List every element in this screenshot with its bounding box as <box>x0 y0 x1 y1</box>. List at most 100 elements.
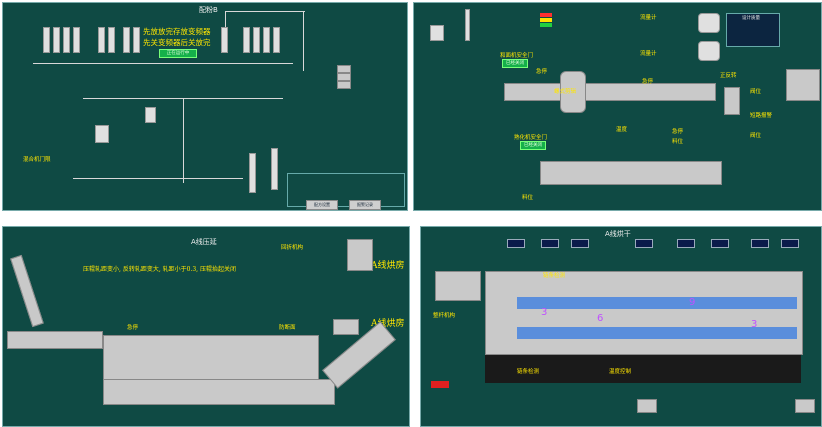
feed-conveyor <box>7 331 103 349</box>
reading <box>571 239 589 248</box>
silo <box>221 27 228 53</box>
screw-conveyor <box>504 83 716 101</box>
zone-number: 3 <box>541 307 548 318</box>
silo <box>123 27 130 53</box>
estop-label-1: 急停 <box>536 69 548 75</box>
screw-label: 螺式剪辑 <box>554 89 577 95</box>
belt-conveyor <box>540 161 722 185</box>
indicator-box <box>337 65 351 73</box>
tank <box>795 399 815 413</box>
run-status-button[interactable]: 正在运行中 <box>159 49 197 58</box>
notice-line-2: 先关变频器后关放完 <box>143 38 211 47</box>
pipe <box>73 178 243 179</box>
silo <box>249 153 256 193</box>
heating-grid <box>485 355 801 383</box>
alarm-record-button[interactable]: 报警记录 <box>349 200 381 210</box>
zone-number: 6 <box>597 313 604 324</box>
indicator-box <box>337 73 351 81</box>
silo <box>43 27 50 53</box>
mixer-gate-label: 混合机门限 <box>23 157 51 163</box>
silo <box>98 27 105 53</box>
page-title: A线压延 <box>191 238 217 246</box>
estop-label-2: 急停 <box>642 79 654 85</box>
indicator-box <box>337 81 351 89</box>
estop-label-3: 急停 <box>672 129 684 135</box>
pipe <box>303 11 304 71</box>
break-label: 防断面 <box>279 325 296 331</box>
reading <box>677 239 695 248</box>
page-title: 配粉B <box>199 6 218 14</box>
column <box>465 9 470 41</box>
mixer <box>95 125 109 143</box>
tank <box>698 41 720 61</box>
door-label: 和面机安全门 <box>500 53 534 59</box>
silo <box>73 27 80 53</box>
indicator-box <box>333 319 359 335</box>
panel-rolling: A线压延 压辊轧距变小, 反转轧距变大, 轧距小于0.3, 压辊抬起关闭 回折机… <box>2 226 410 427</box>
flow-label-2: 流量计 <box>640 51 657 57</box>
room-label-2: A线烘房 <box>371 319 405 329</box>
level-label-1: 料位 <box>672 139 684 145</box>
reading <box>541 239 559 248</box>
silo <box>273 27 280 53</box>
zone-number: 3 <box>751 319 758 330</box>
setpoint-table <box>726 13 780 47</box>
recipe-button[interactable]: 配方设置 <box>306 200 338 210</box>
extruder-motor <box>724 87 740 115</box>
bar-mechanism-label: 整杆机构 <box>433 313 456 319</box>
silo <box>263 27 270 53</box>
status-light-yellow <box>540 18 552 22</box>
chain-detect-label-2: 链条检测 <box>517 369 540 375</box>
notice-text: 压辊轧距变小, 反转轧距变大, 轧距小于0.3, 压辊抬起关闭 <box>83 266 236 273</box>
panel-flour-mixing: 配粉B 先放放完存放变频器 先关变频器后关放完 正在运行中 混合机门限 配方设置… <box>2 2 408 211</box>
direction-label: 正反转 <box>720 73 737 79</box>
silo <box>108 27 115 53</box>
pipe <box>225 11 226 27</box>
level-label-2: 料位 <box>522 195 534 201</box>
drying-track <box>517 297 797 309</box>
feed-hopper <box>10 254 44 328</box>
pipe <box>225 11 305 12</box>
valve-label-1: 阀位 <box>750 89 762 95</box>
temperature-label: 温度 <box>616 127 628 133</box>
hopper <box>430 25 444 41</box>
setpoint-table-title: 设计质量 <box>742 16 760 21</box>
short-alarm-label: 短路报警 <box>750 113 773 119</box>
silo <box>63 27 70 53</box>
room-label-1: A线烘房 <box>371 261 405 271</box>
reading <box>507 239 525 248</box>
conveyor-bed <box>103 379 335 405</box>
folding-label: 回折机构 <box>281 245 304 251</box>
conveyor-head <box>347 239 373 271</box>
pipe <box>33 63 293 64</box>
tank <box>637 399 657 413</box>
machine <box>435 271 481 301</box>
page-title: A线烘干 <box>605 230 631 238</box>
notice-line-1: 先放放完存放变频器 <box>143 27 211 36</box>
alarm-button[interactable] <box>431 381 449 388</box>
status-light-green <box>540 23 552 27</box>
reading <box>635 239 653 248</box>
control-device <box>786 69 820 101</box>
valve-label-2: 阀位 <box>750 133 762 139</box>
estop-label-1: 急停 <box>127 325 139 331</box>
parameter-table <box>287 173 405 207</box>
drying-room <box>485 271 803 355</box>
silo <box>253 27 260 53</box>
reading <box>781 239 799 248</box>
hopper <box>145 107 156 123</box>
temp-control-label: 温度控制 <box>609 369 632 375</box>
silo <box>243 27 250 53</box>
mixer-vessel <box>560 71 586 113</box>
rolling-machine <box>103 335 319 383</box>
door-status-button[interactable]: 已经关闭 <box>502 59 528 68</box>
ripen-door-status-button[interactable]: 已经关闭 <box>520 141 546 150</box>
flow-label-1: 流量计 <box>640 15 657 21</box>
ripen-door-label: 熟化机安全门 <box>514 135 548 141</box>
panel-drying: A线烘干 3 6 9 3 链条检测 整杆机构 链条检测 温度控制 <box>420 226 822 427</box>
zone-number: 9 <box>689 297 696 308</box>
silo <box>271 148 278 190</box>
status-light-red <box>540 13 552 17</box>
reading <box>751 239 769 248</box>
chain-detect-label: 链条检测 <box>543 273 566 279</box>
